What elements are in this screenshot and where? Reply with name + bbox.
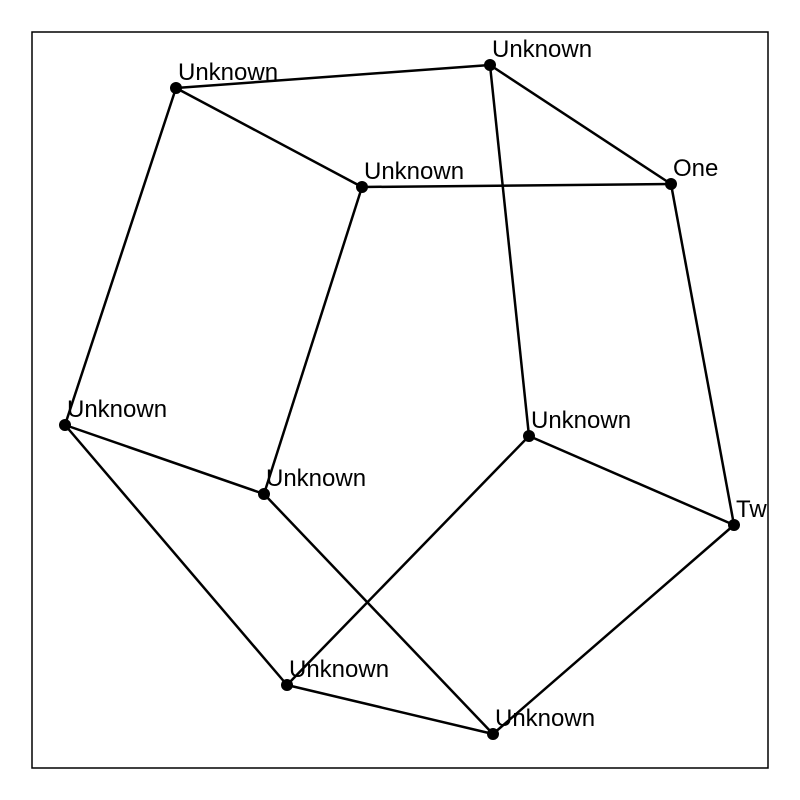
edge-n8-n9: [286, 683, 494, 736]
node-label-n4: Unknown: [67, 396, 167, 423]
edge-n1-n3: [489, 63, 672, 186]
diagram-frame: [31, 31, 769, 769]
node-n2[interactable]: [356, 181, 368, 193]
nodes-layer: [59, 59, 740, 740]
edge-n6-n7: [528, 434, 735, 527]
node-label-n6: Unknown: [531, 407, 631, 434]
edge-n1-n6: [488, 64, 531, 437]
edge-n0-n4: [63, 87, 178, 426]
node-label-n1: Unknown: [492, 36, 592, 63]
node-n5[interactable]: [258, 488, 270, 500]
edge-n2-n5: [262, 186, 364, 495]
node-n6[interactable]: [523, 430, 535, 442]
node-n0[interactable]: [170, 82, 182, 94]
node-label-n7: Tw: [736, 496, 767, 523]
edge-n4-n8: [64, 424, 288, 686]
node-label-n2: Unknown: [364, 158, 464, 185]
node-label-n9: Unknown: [495, 705, 595, 732]
node-label-n3: One: [673, 155, 718, 182]
edge-n3-n7: [669, 183, 736, 526]
edges-layer: [63, 63, 736, 736]
node-label-n0: Unknown: [178, 59, 278, 86]
node-n4[interactable]: [59, 419, 71, 431]
node-n8[interactable]: [281, 679, 293, 691]
node-n9[interactable]: [487, 728, 499, 740]
node-label-n5: Unknown: [266, 465, 366, 492]
edge-n0-n1: [175, 63, 491, 90]
edge-n4-n5: [64, 423, 265, 496]
node-n1[interactable]: [484, 59, 496, 71]
node-n3[interactable]: [665, 178, 677, 190]
edge-n2-n3: [361, 182, 672, 189]
edge-n7-n9: [492, 524, 735, 735]
edge-n6-n8: [286, 435, 530, 686]
edge-n5-n9: [263, 493, 494, 735]
node-n7[interactable]: [728, 519, 740, 531]
edge-n0-n2: [175, 86, 363, 189]
node-label-n8: Unknown: [289, 656, 389, 683]
